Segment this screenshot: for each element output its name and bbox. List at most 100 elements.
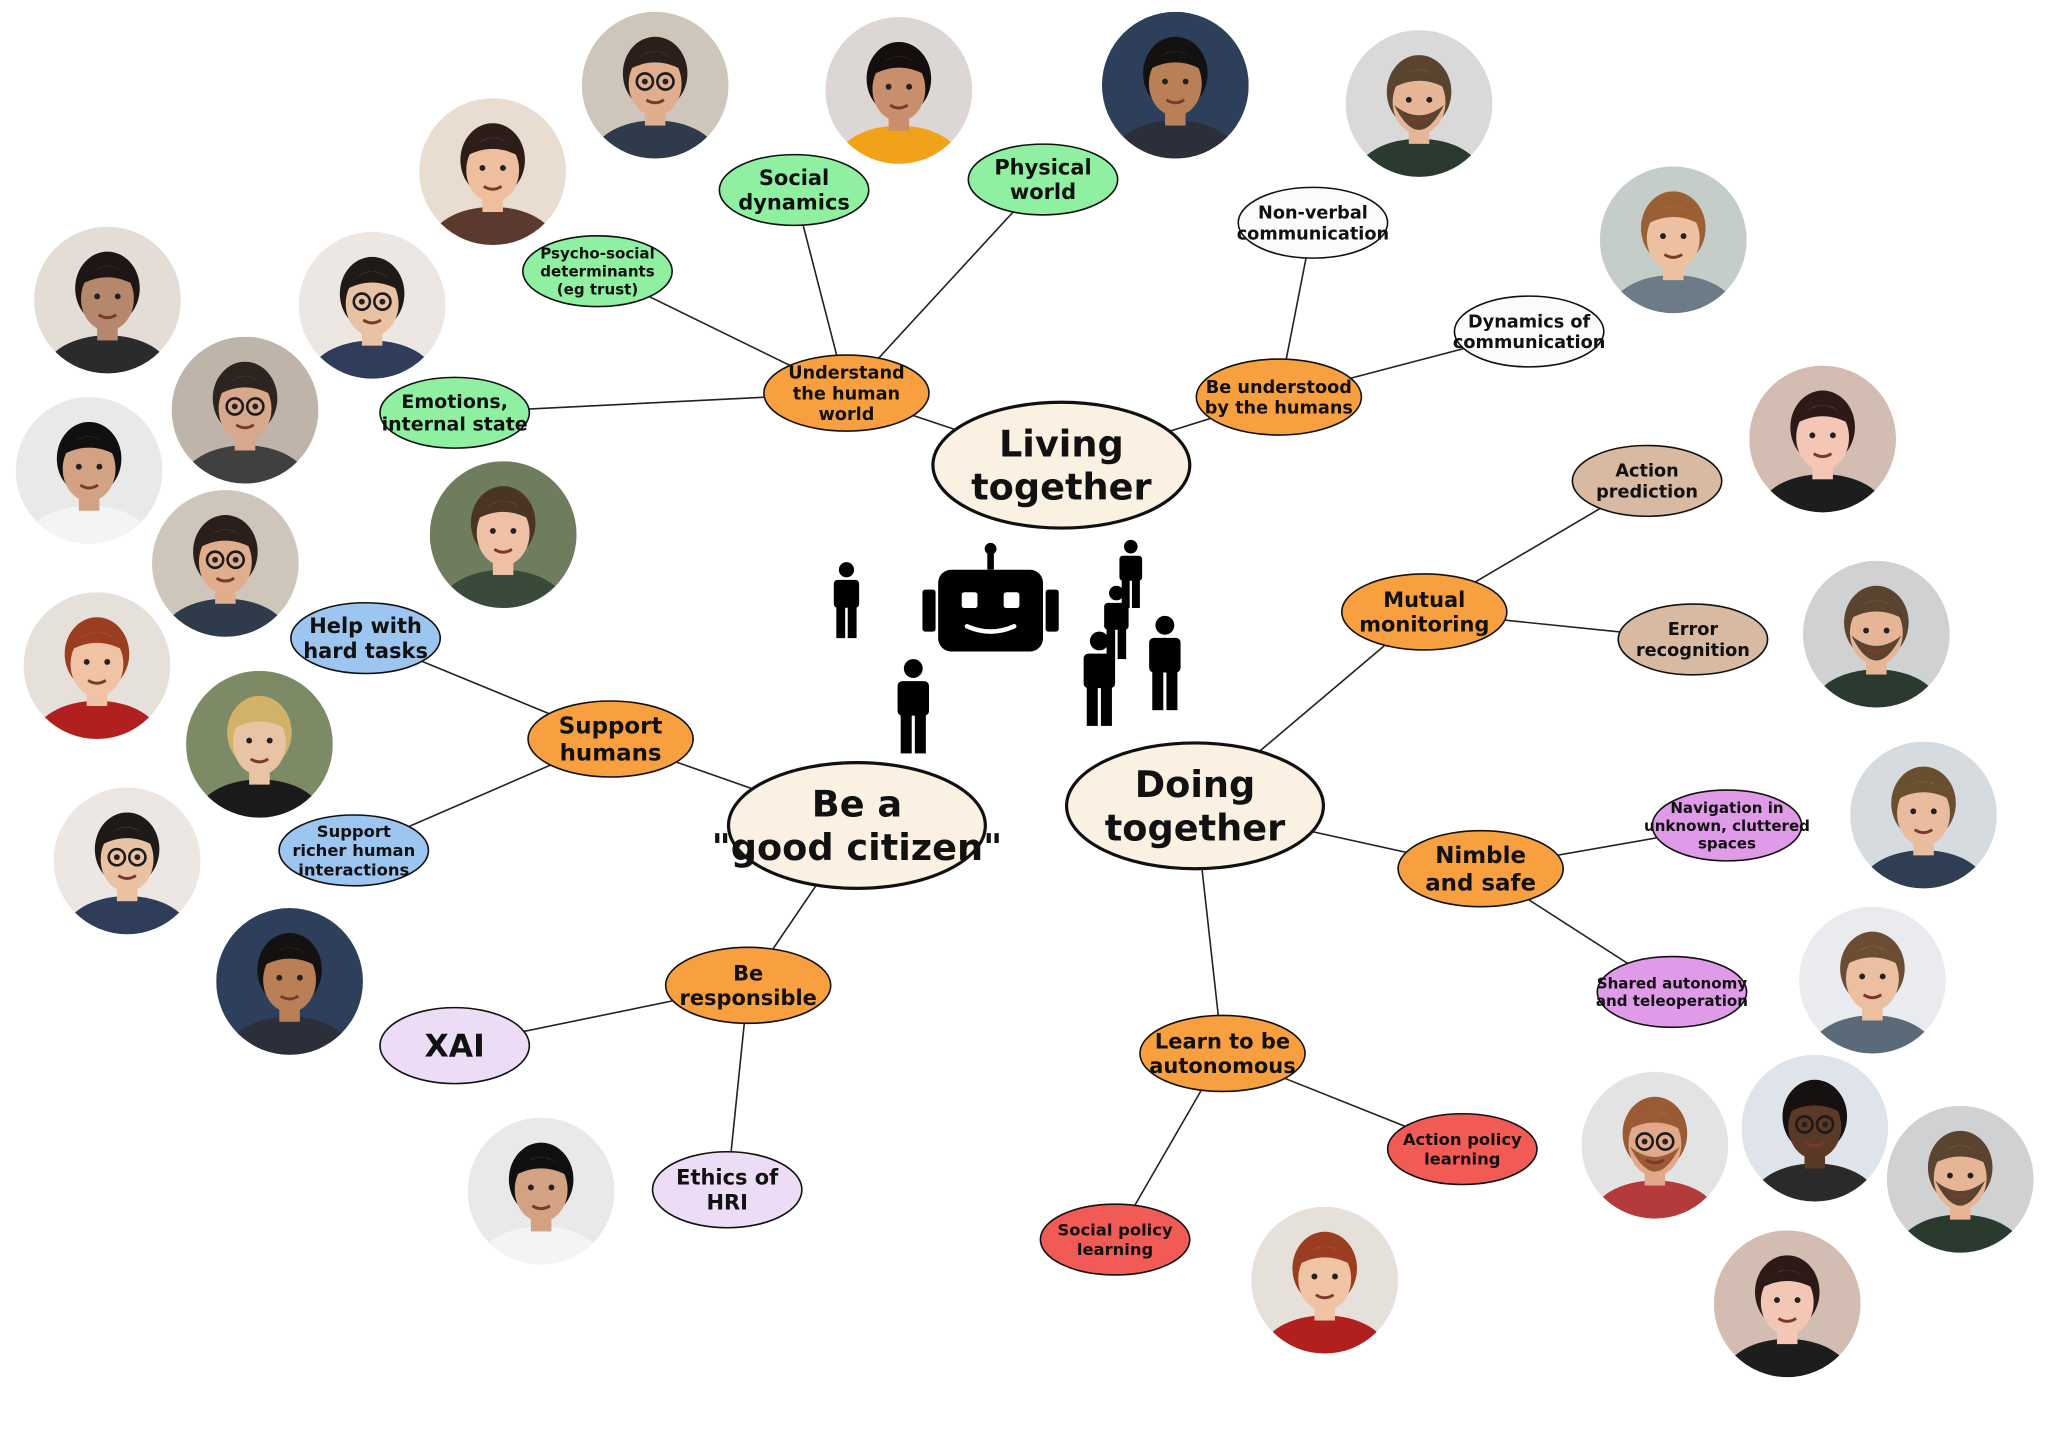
- center-illustration: [833, 539, 1181, 754]
- photo-eye: [641, 78, 648, 85]
- photo-face: [1760, 1269, 1814, 1335]
- photo-fringe: [475, 500, 532, 520]
- photo-eye: [75, 463, 82, 470]
- photo-shoulders: [1262, 1315, 1388, 1354]
- photo-face: [62, 436, 116, 502]
- node-label-line: dynamics: [738, 191, 850, 215]
- photo-beard: [1851, 635, 1902, 661]
- photo-shoulders: [34, 700, 160, 740]
- photo-eye: [212, 556, 219, 563]
- photo-eye: [1182, 78, 1189, 85]
- team-member-photo: [1251, 1206, 1399, 1354]
- photo-shoulders: [478, 1226, 604, 1265]
- photo-mouth: [531, 1204, 551, 1211]
- node-label-line: Understand: [788, 363, 905, 383]
- photo-mouth: [215, 576, 235, 583]
- node-label-line: hard tasks: [303, 639, 428, 663]
- photo-eye: [1641, 1138, 1648, 1145]
- photo-fringe: [1296, 1246, 1353, 1266]
- person-head: [838, 562, 855, 578]
- node-label-line: learning: [1424, 1150, 1500, 1169]
- person-icon: [1104, 585, 1129, 660]
- photo-mouth: [1950, 1192, 1970, 1199]
- photo-face: [628, 51, 682, 116]
- photo-shoulders: [182, 445, 308, 484]
- photo-face: [218, 376, 272, 441]
- hub-node-citizen: Be a"good citizen": [712, 760, 1002, 890]
- photo-glasses: [1635, 1132, 1654, 1151]
- photo-shoulders: [1724, 1338, 1850, 1378]
- photo-mouth: [889, 103, 909, 110]
- photo-fringe: [870, 56, 927, 76]
- photo-face: [198, 529, 252, 595]
- photo-fringe: [1844, 946, 1901, 966]
- photo-glasses: [1655, 1132, 1675, 1151]
- photo-face: [1846, 946, 1899, 1011]
- photo-shoulders: [1810, 1015, 1935, 1054]
- photo-eye: [479, 165, 486, 171]
- node-label-line: Shared autonomy: [1597, 974, 1748, 992]
- photo-face: [476, 500, 530, 566]
- person-icon: [1149, 615, 1181, 711]
- photo-mouth: [117, 874, 137, 880]
- node-label-line: by the humans: [1205, 399, 1353, 419]
- photo-fringe: [513, 1157, 570, 1177]
- team-member-photo: [186, 670, 333, 818]
- node-label-line: unknown, cluttered: [1644, 817, 1810, 835]
- photo-eye: [134, 854, 141, 861]
- photo-fringe: [344, 271, 401, 291]
- person-body: [1104, 602, 1129, 630]
- node-label-line: Learn to be: [1155, 1029, 1290, 1053]
- photo-eye: [1967, 1172, 1974, 1179]
- node-label-line: communication: [1237, 224, 1389, 244]
- photo-mouth: [1409, 116, 1429, 123]
- photo-glasses: [635, 72, 655, 91]
- node-label-line: Nimble: [1435, 843, 1526, 869]
- photo-face: [1298, 1246, 1352, 1311]
- photo-eye: [1311, 1273, 1318, 1280]
- node-label-line: Support: [559, 714, 663, 740]
- photo-eye: [1662, 1138, 1669, 1145]
- topic-ellipse: [1195, 358, 1363, 436]
- photo-mouth: [645, 98, 665, 105]
- photo-mouth: [362, 318, 382, 325]
- person-leg: [1152, 669, 1164, 711]
- person-leg: [836, 605, 846, 639]
- team-member-photo: [171, 336, 319, 484]
- team-member-photo: [467, 1117, 615, 1265]
- photo-eye: [232, 556, 239, 563]
- node-label-line: Help with: [309, 614, 422, 638]
- node-label-line: and teleoperation: [1596, 992, 1748, 1010]
- node-label-line: autonomous: [1149, 1054, 1295, 1078]
- team-member-photo: [1749, 365, 1897, 513]
- photo-eye: [1774, 1297, 1780, 1304]
- photo-glasses: [225, 397, 245, 416]
- photo-eye: [231, 403, 238, 410]
- photo-eye: [114, 293, 121, 300]
- node-label-line: Physical: [994, 155, 1091, 179]
- topic-ellipse: [1139, 1014, 1306, 1093]
- photo-face: [1897, 781, 1950, 846]
- topic-ellipse: [278, 814, 430, 887]
- person-body: [1119, 555, 1143, 581]
- photo-glasses: [205, 550, 225, 570]
- person-leg: [847, 605, 857, 639]
- photo-fringe: [99, 827, 155, 847]
- photo-fringe: [1759, 1269, 1816, 1290]
- person-leg: [1117, 627, 1127, 660]
- node-label-line: Mutual: [1383, 588, 1465, 612]
- photo-shoulders: [163, 598, 288, 637]
- photo-fringe: [1794, 405, 1851, 425]
- photo-eye: [489, 527, 496, 534]
